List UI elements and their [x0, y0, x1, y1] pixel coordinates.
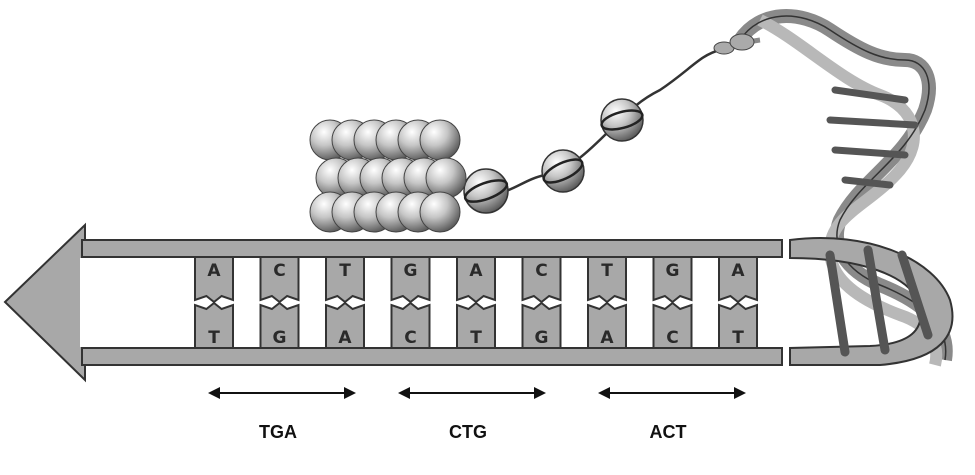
condensed-chromatin [309, 119, 467, 233]
strand-arrow [3, 222, 783, 383]
top-base-letter: C [535, 261, 547, 281]
chromatin-sphere [419, 191, 461, 233]
bottom-base [194, 301, 234, 349]
bottom-base [259, 301, 300, 349]
bottom-base-letter: G [273, 328, 287, 348]
top-base [718, 256, 758, 304]
bottom-base [718, 301, 758, 349]
top-base-letter: G [404, 261, 418, 281]
strand-curve-right [789, 237, 954, 366]
bottom-base [521, 301, 562, 349]
bottom-base-letter: A [600, 328, 614, 348]
top-base [587, 256, 627, 304]
codon-markers: TGA CTG ACT [208, 387, 746, 442]
top-base-letter: T [601, 261, 613, 281]
bottom-base-letter: T [470, 328, 482, 348]
top-base [325, 256, 365, 304]
codon-arrowhead-left [598, 387, 610, 399]
bottom-base-letter: C [666, 328, 678, 348]
bottom-base-letter: T [208, 328, 220, 348]
top-base [456, 256, 496, 304]
codon-label: TGA [259, 422, 297, 442]
codon-arrowhead-right [344, 387, 356, 399]
bottom-base [652, 301, 693, 349]
bottom-base-letter: C [404, 328, 416, 348]
top-base-letter: A [731, 261, 745, 281]
bottom-base [456, 301, 496, 349]
double-helix [734, 9, 953, 367]
top-base [521, 256, 562, 304]
top-base-letter: A [207, 261, 221, 281]
codon-label: CTG [449, 422, 487, 442]
top-base-letter: G [666, 261, 680, 281]
codon-arrowhead-right [534, 387, 546, 399]
top-base-letter: T [339, 261, 351, 281]
base-pairs: A T C G T A G C A T C G T A G C A T [194, 256, 758, 349]
bottom-base-letter: A [338, 328, 352, 348]
chromatin-sphere [425, 157, 467, 199]
codon-arrowhead-right [734, 387, 746, 399]
bottom-base [325, 301, 365, 349]
top-base [259, 256, 300, 304]
bottom-base [587, 301, 627, 349]
top-base-letter: A [469, 261, 483, 281]
top-base [652, 256, 693, 304]
bottom-base [390, 301, 431, 349]
bottom-base-letter: T [732, 328, 744, 348]
codon-arrowhead-left [208, 387, 220, 399]
chromatin-sphere [419, 119, 461, 161]
codon-arrowhead-left [398, 387, 410, 399]
bottom-base-letter: G [535, 328, 549, 348]
top-base [194, 256, 234, 304]
top-base-letter: C [273, 261, 285, 281]
codon-label: ACT [650, 422, 687, 442]
top-base [390, 256, 431, 304]
nucleosomes [463, 98, 644, 214]
